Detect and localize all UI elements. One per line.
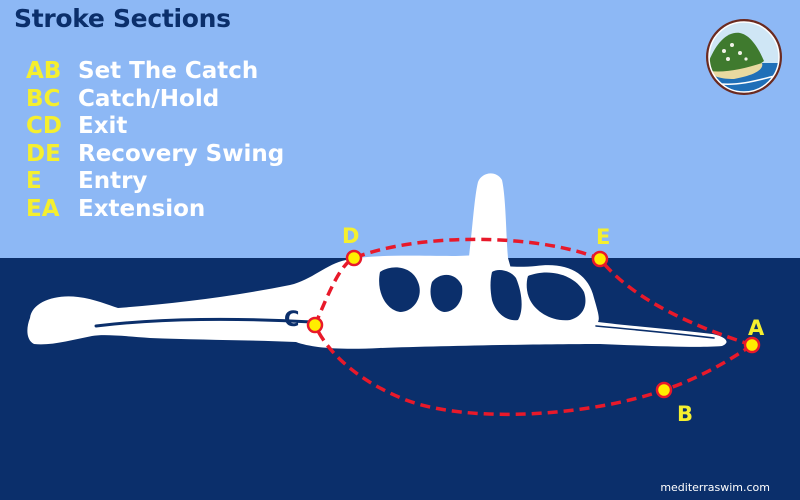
- point-c-marker: [306, 316, 324, 334]
- legend-description: Catch/Hold: [78, 85, 220, 112]
- point-d-marker: [345, 249, 363, 267]
- legend-item: E Entry: [26, 168, 284, 196]
- point-b-marker: [655, 381, 673, 399]
- site-credit: mediterraswim.com: [660, 481, 770, 494]
- legend-item: BC Catch/Hold: [26, 86, 284, 114]
- stroke-path: [313, 237, 753, 417]
- legend-description: Extension: [78, 195, 206, 222]
- stroke-section-legend: AB Set The Catch BC Catch/Hold CD Exit DE Re…: [26, 58, 284, 223]
- legend-code: AB: [26, 58, 62, 84]
- legend-item: AB Set The Catch: [26, 58, 284, 86]
- point-c-label: C: [284, 307, 299, 331]
- island-coast-logo-icon: [706, 19, 782, 95]
- sky-background: [0, 0, 800, 258]
- stroke-path-underwater-segment: [313, 324, 753, 417]
- point-e-marker: [591, 250, 609, 268]
- legend-item: EA Extension: [26, 196, 284, 224]
- legend-item: DE Recovery Swing: [26, 141, 284, 169]
- swimmer-recovery-arm: [468, 173, 516, 300]
- stroke-path-recovery-segment: [313, 237, 753, 347]
- swimmer-illustration: [27, 173, 727, 349]
- point-b-label: B: [677, 402, 693, 426]
- swimmer-shadow-head: [526, 272, 586, 321]
- swimmer-shadow-left: [379, 267, 420, 312]
- legend-code: CD: [26, 113, 62, 139]
- point-a-label: A: [748, 316, 765, 340]
- swimmer-body: [27, 255, 727, 349]
- page-title: Stroke Sections: [14, 4, 231, 33]
- point-e-label: E: [596, 225, 610, 249]
- legend-description: Recovery Swing: [78, 140, 285, 167]
- legend-description: Set The Catch: [78, 58, 259, 84]
- legend-code: E: [26, 168, 42, 194]
- legend-description: Exit: [78, 113, 128, 139]
- legend-code: DE: [26, 140, 61, 167]
- legend-item: CD Exit: [26, 113, 284, 141]
- legend-code: EA: [26, 195, 60, 222]
- swimmer-leg-gap: [94, 317, 314, 328]
- point-d-label: D: [342, 224, 359, 248]
- swimmer-shadow-mid: [430, 274, 463, 312]
- legend-description: Entry: [78, 168, 148, 194]
- point-a-marker: [743, 336, 761, 354]
- legend-code: BC: [26, 85, 61, 112]
- stroke-points: [306, 249, 761, 399]
- swimmer-shadow-right: [490, 270, 522, 321]
- swimmer-arm-gap: [595, 325, 715, 339]
